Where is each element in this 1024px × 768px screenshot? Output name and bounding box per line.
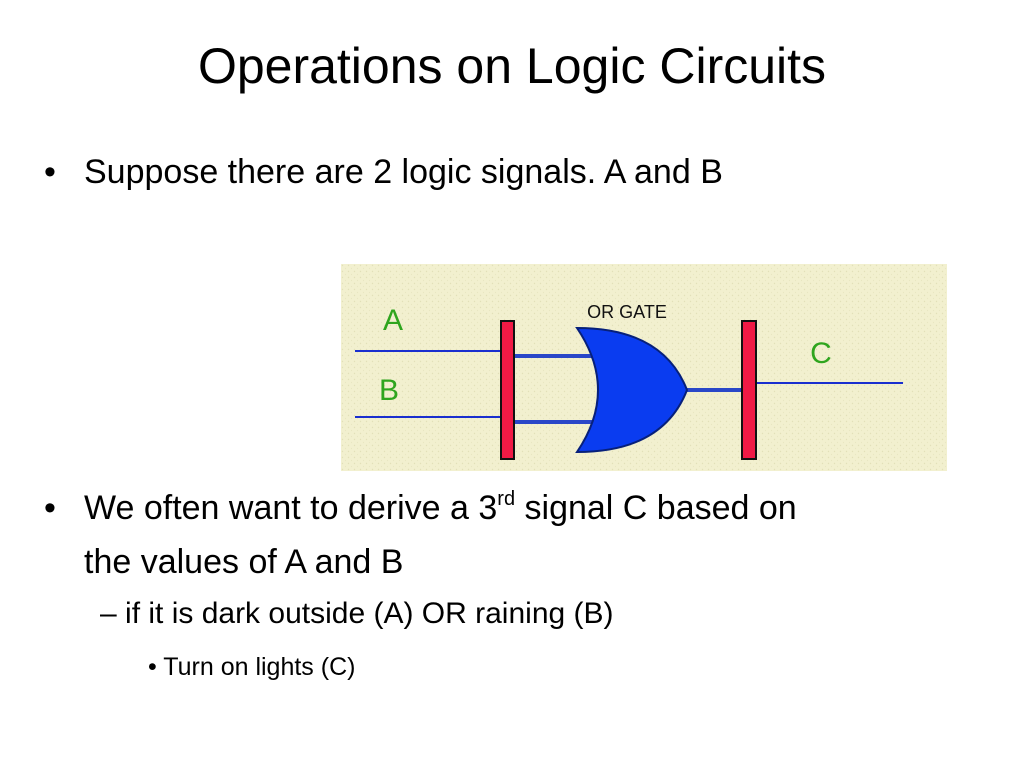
bullet-dot: • bbox=[44, 153, 56, 191]
slide-title: Operations on Logic Circuits bbox=[197, 38, 827, 94]
bullet-signals: • Suppose there are 2 logic signals. A an… bbox=[44, 145, 723, 199]
sub-bullet-condition-text: if it is dark outside (A) OR raining (B) bbox=[125, 597, 614, 630]
signal-label-a: A bbox=[383, 304, 403, 337]
sub-sub-bullet-action: • Turn on lights (C) bbox=[148, 648, 355, 686]
bullet-signals-text: Suppose there are 2 logic signals. A and… bbox=[84, 153, 723, 191]
sub-sub-bullet-action-text: Turn on lights (C) bbox=[163, 653, 356, 681]
bullet-dot: • bbox=[44, 489, 56, 527]
output-pin-bar bbox=[741, 320, 757, 460]
bullet-derive-continuation: the values of A and B bbox=[84, 543, 404, 581]
signal-label-b: B bbox=[379, 374, 399, 407]
ordinal-superscript: rd bbox=[497, 488, 516, 510]
gate-label: OR GATE bbox=[587, 302, 667, 322]
bullet-derive-text-2: signal C based on bbox=[515, 489, 797, 527]
bullet-derive: • We often want to derive a 3rd signal C … bbox=[44, 472, 984, 589]
sub-bullet-dash: – bbox=[100, 597, 117, 630]
input-pin-bar bbox=[500, 320, 515, 460]
or-gate-diagram: OR GATE A B C bbox=[341, 264, 947, 471]
sub-bullet-condition: – if it is dark outside (A) OR raining (… bbox=[100, 592, 614, 636]
or-gate-symbol bbox=[575, 326, 689, 454]
signal-label-c: C bbox=[810, 337, 832, 370]
bullet-derive-text-1: We often want to derive a 3 bbox=[84, 489, 498, 527]
sub-sub-bullet-dot: • bbox=[148, 653, 157, 681]
